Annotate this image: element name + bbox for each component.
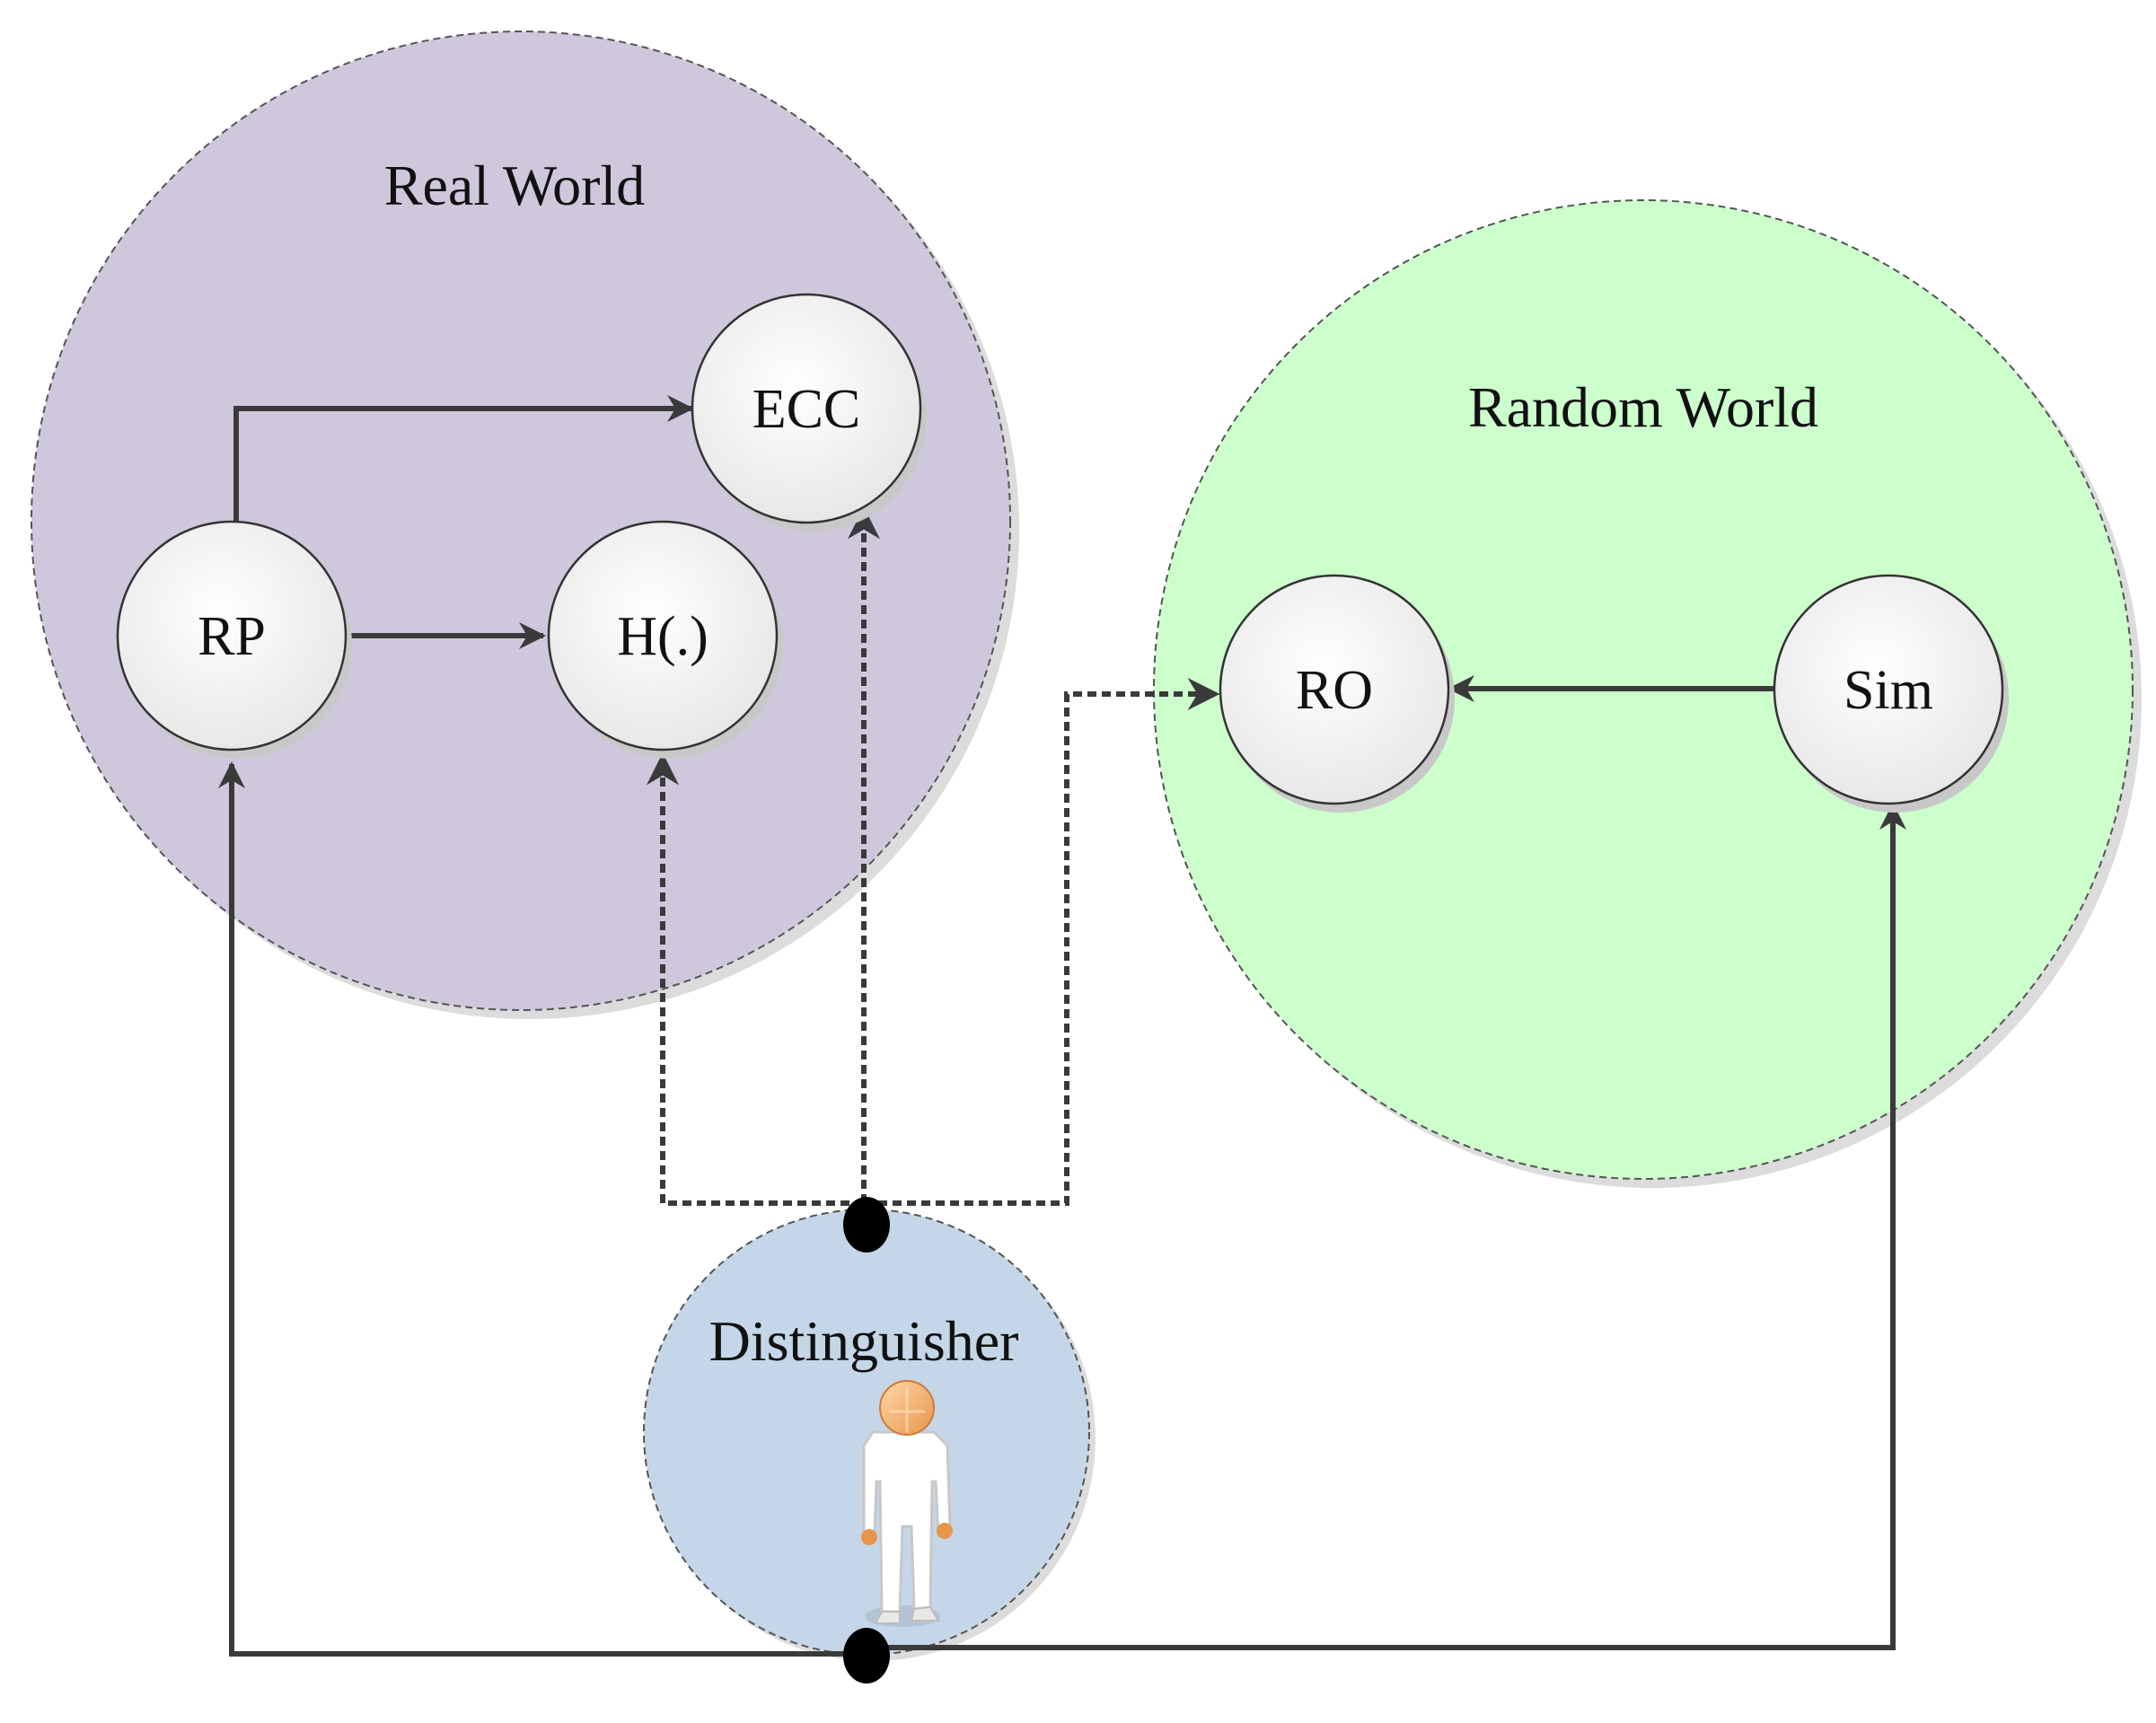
edge-distinguisher-to-sim — [867, 803, 1906, 1650]
person-icon — [861, 1380, 953, 1627]
junction-bottom — [843, 1628, 890, 1683]
edge-rp-to-ecc — [233, 395, 694, 523]
real-world-title: Real World — [384, 154, 646, 217]
real-world-region — [31, 31, 1011, 1011]
node-hash: H(.) — [547, 520, 783, 759]
node-hash-label: H(.) — [617, 606, 708, 667]
node-ecc-label: ECC — [752, 379, 861, 440]
node-sim: Sim — [1773, 574, 2009, 813]
edge-distinguisher-to-rp — [218, 761, 867, 1657]
junction-top — [843, 1197, 890, 1253]
node-sim-label: Sim — [1844, 660, 1933, 721]
random-world-title: Random World — [1468, 375, 1818, 439]
node-rp: RP — [116, 520, 352, 759]
node-ro: RO — [1219, 574, 1455, 813]
node-ecc: ECC — [691, 293, 927, 532]
edge-distinguisher-to-hash — [647, 752, 864, 1206]
node-ro-label: RO — [1296, 660, 1373, 721]
distinguisher-title: Distinguisher — [709, 1309, 1019, 1373]
distinguisher-region — [643, 1209, 1090, 1656]
node-rp-label: RP — [198, 606, 266, 667]
edge-distinguisher-to-ro — [864, 678, 1220, 1206]
